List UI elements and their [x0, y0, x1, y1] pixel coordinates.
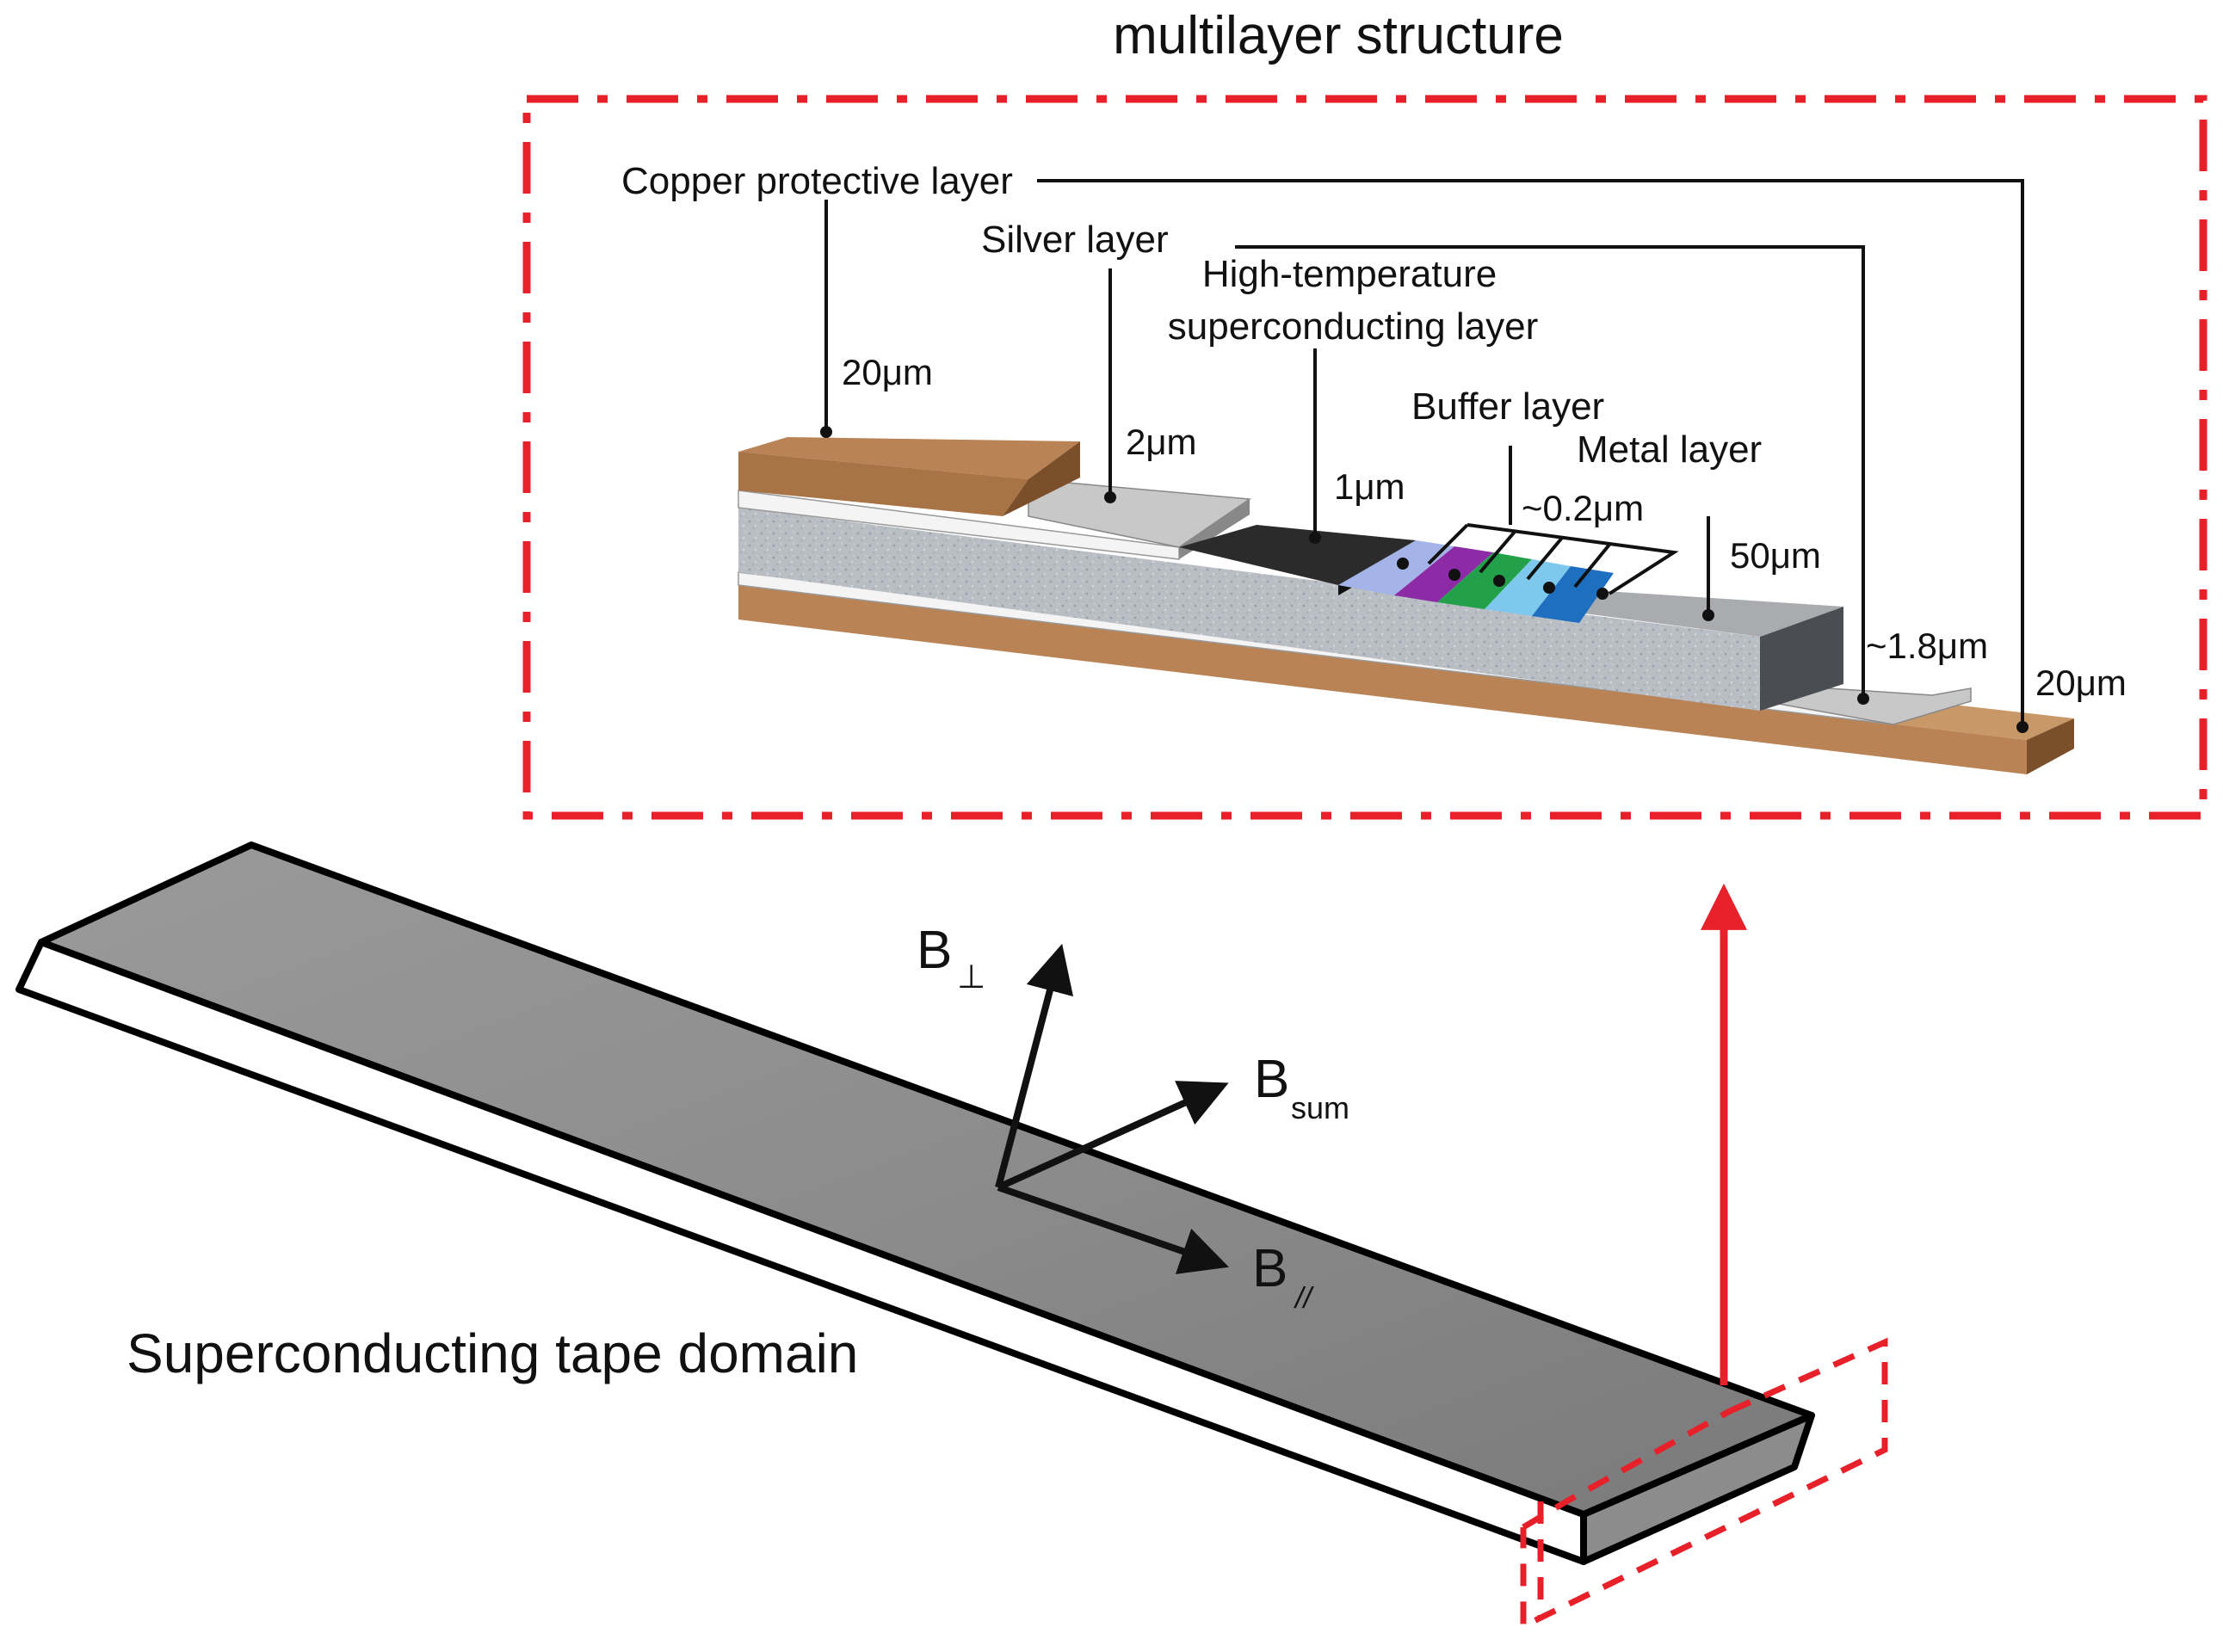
substrate-front — [738, 508, 1760, 711]
leader-dots — [820, 426, 2028, 733]
b-sum-subscript: sum — [1291, 1090, 1349, 1125]
b-par-arrow — [997, 1184, 1229, 1274]
thickness-buffer: ~0.2μm — [1522, 488, 1644, 528]
b-par-subscript: // — [1294, 1282, 1314, 1315]
buffer-layer-3 — [1437, 552, 1532, 609]
buffer-layer-1 — [1338, 540, 1454, 595]
multilayer-structure: Copper protective layer Silver layer Hig… — [621, 160, 2127, 774]
leader-lines — [824, 179, 2024, 727]
thickness-silver-top: 2μm — [1126, 422, 1197, 462]
b-perp-arrow — [995, 943, 1074, 1189]
b-sum-label: B — [1254, 1050, 1289, 1109]
superconducting-tape — [15, 841, 1815, 1565]
detail-frame — [522, 95, 2208, 820]
thickness-copper-top: 20μm — [842, 352, 933, 392]
b-par-label: B — [1252, 1239, 1287, 1298]
hts-layer — [1179, 525, 1416, 585]
thickness-metal: 50μm — [1730, 535, 1821, 576]
top-copper-top — [738, 437, 1080, 479]
label-hts-line1: High-temperature — [1202, 253, 1497, 295]
buffer-layer-4 — [1485, 559, 1571, 616]
buffer-layer-5 — [1532, 566, 1614, 623]
label-copper-layer: Copper protective layer — [621, 160, 1013, 202]
substrate-end — [1760, 607, 1843, 711]
thickness-silver-bottom: ~1.8μm — [1866, 626, 1988, 666]
bottom-copper-front — [738, 585, 2027, 774]
tape-top — [38, 841, 1815, 1518]
tape-domain-label: Superconducting tape domain — [127, 1322, 858, 1384]
thickness-hts: 1μm — [1334, 466, 1405, 507]
label-silver-layer: Silver layer — [981, 219, 1169, 261]
buffer-layer-2 — [1394, 546, 1493, 602]
label-buffer-layer: Buffer layer — [1411, 385, 1604, 428]
top-copper-end — [1003, 441, 1080, 516]
selection-box — [1520, 1337, 1888, 1631]
field-vectors: B ⊥ B sum B // — [917, 921, 1349, 1315]
thickness-copper-bottom: 20μm — [2035, 663, 2127, 703]
label-metal-layer: Metal layer — [1577, 428, 1762, 471]
top-copper-front — [738, 452, 1028, 516]
metal-top — [1532, 589, 1843, 637]
b-perp-subscript: ⊥ — [957, 959, 985, 996]
bottom-copper-end — [2027, 718, 2074, 774]
diagram-title: multilayer structure — [1113, 6, 1564, 65]
label-hts-line2: superconducting layer — [1168, 305, 1538, 348]
b-sum-arrow — [997, 1081, 1229, 1191]
b-perp-label: B — [917, 921, 952, 980]
